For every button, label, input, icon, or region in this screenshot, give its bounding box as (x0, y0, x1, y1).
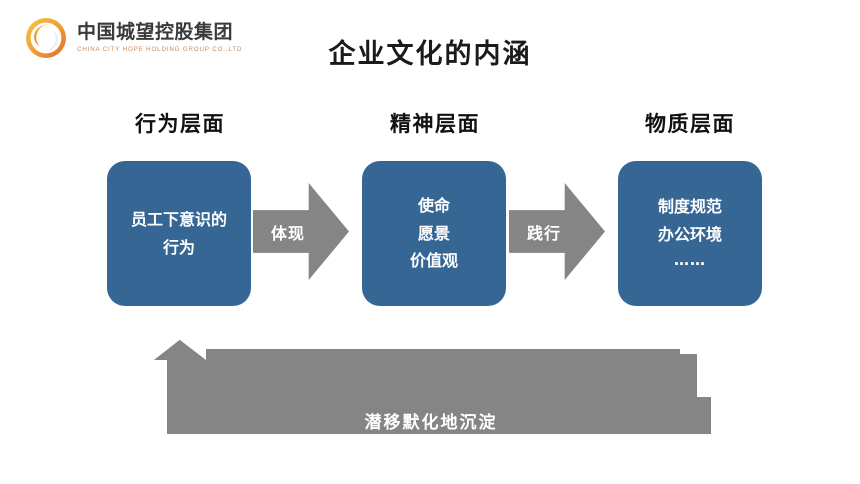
feedback-loop-arrow: 潜移默化地沉淀 (150, 318, 712, 440)
stage-box-line: 办公环境 (657, 224, 722, 244)
stage-box-line: …… (674, 251, 706, 270)
brand-name-group: 中国城望控股集团 CHINA CITY HOPE HOLDING GROUP C… (77, 20, 243, 53)
stage-box-behavior: 员工下意识的 行为 (107, 161, 251, 306)
flow-arrow-practice: 践行 (509, 183, 605, 280)
stage-box-line: 使命 (417, 196, 450, 216)
stage-box-line: 价值观 (409, 251, 458, 271)
stage-box-line: 行为 (162, 237, 195, 257)
brand-logo-block: 中国城望控股集团 CHINA CITY HOPE HOLDING GROUP C… (24, 16, 242, 60)
brand-name-cn: 中国城望控股集团 (77, 20, 234, 43)
column-heading-material: 物质层面 (645, 112, 735, 136)
flow-arrow-label: 体现 (270, 223, 305, 243)
column-heading-behavior: 行为层面 (135, 112, 225, 136)
feedback-loop-label: 潜移默化地沉淀 (364, 413, 498, 433)
swirl-circle-logo-icon (24, 16, 68, 60)
stage-box-line: 员工下意识的 (130, 209, 227, 229)
stage-box-line: 愿景 (417, 223, 450, 243)
column-heading-spirit: 精神层面 (390, 112, 480, 136)
stage-box-line: 制度规范 (657, 197, 722, 217)
stage-box-material: 制度规范 办公环境 …… (618, 161, 762, 306)
stage-box-spirit: 使命 愿景 价值观 (362, 161, 506, 306)
flow-arrow-label: 践行 (526, 223, 561, 243)
page-title: 企业文化的内涵 (328, 39, 532, 70)
flow-arrow-embodiment: 体现 (253, 183, 349, 280)
brand-name-en: CHINA CITY HOPE HOLDING GROUP CO.,LTD (77, 45, 243, 53)
